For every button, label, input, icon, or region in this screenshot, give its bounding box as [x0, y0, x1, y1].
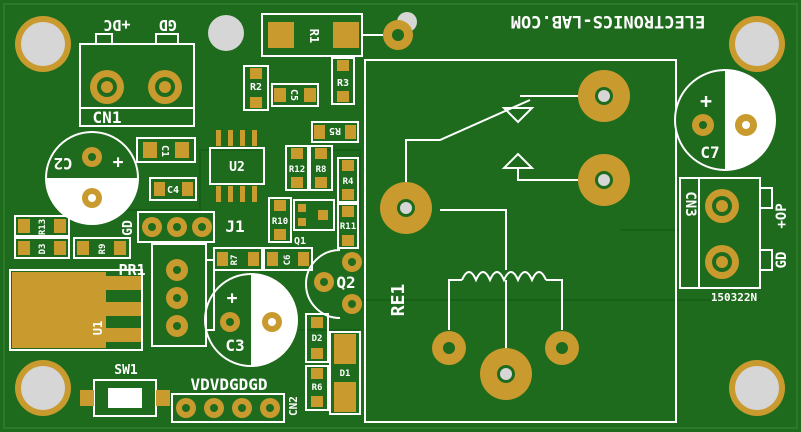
dc-plus-label: +DC	[103, 16, 130, 34]
u2-label: U2	[229, 160, 245, 175]
re1-relay	[364, 59, 677, 423]
cn1-label: CN1	[93, 108, 122, 127]
r11-label: R11	[340, 222, 356, 232]
pr1-label: PR1	[118, 261, 145, 279]
c7-capacitor	[674, 69, 776, 171]
c2-capacitor	[45, 131, 139, 225]
sw1-label: SW1	[114, 363, 138, 378]
c7-plus-label: +	[700, 89, 712, 113]
c2-plus-label: +	[113, 152, 124, 173]
cn3-terminal	[679, 177, 773, 289]
r1-resistor	[261, 13, 413, 57]
c5-label: C5	[288, 89, 299, 101]
brand-text: ELECTRONICS-LAB.COM	[511, 11, 705, 31]
re1-label: RE1	[388, 284, 409, 317]
r2-label: R2	[250, 82, 262, 93]
cn1-terminal	[79, 33, 195, 127]
r7-label: R7	[230, 255, 240, 266]
mounting-hole	[729, 16, 785, 72]
mounting-hole	[15, 360, 71, 416]
d1-label: D1	[340, 369, 351, 379]
j1-header	[137, 211, 215, 243]
cn2-header	[171, 393, 285, 423]
r10-label: R10	[272, 217, 288, 227]
cn2-pins-label: VDVDGDGD	[190, 375, 267, 394]
q1-label: Q1	[294, 236, 306, 247]
cn3-label: CN3	[682, 191, 698, 216]
r5-label: R5	[329, 125, 341, 136]
u1-regulator	[9, 269, 143, 351]
r4-label: R4	[343, 177, 354, 187]
c7-label: C7	[700, 143, 719, 162]
r1-label: R1	[307, 29, 321, 43]
mounting-hole	[729, 360, 785, 416]
r13-label: R13	[38, 219, 48, 235]
op-plus-label: +OP	[774, 203, 790, 228]
q2-label: Q2	[336, 273, 355, 292]
d3-label: D3	[38, 244, 48, 255]
gd-j1-label: GD	[121, 220, 136, 236]
sw1-switch	[80, 379, 170, 417]
u2-ic	[209, 130, 265, 202]
r3-label: R3	[337, 78, 349, 89]
r6-label: R6	[312, 383, 323, 393]
gd-cn3-label: GD	[774, 252, 790, 269]
c3-plus-label: +	[227, 288, 238, 309]
fiducial-hole	[208, 15, 244, 51]
cn2-label: CN2	[287, 396, 300, 416]
c4-label: C4	[167, 185, 179, 196]
c6-label: C6	[283, 255, 293, 266]
r8-label: R8	[316, 165, 327, 175]
c3-capacitor	[204, 273, 298, 367]
smd-parts	[14, 57, 361, 415]
r12-label: R12	[289, 165, 305, 175]
j1-label: J1	[225, 217, 244, 236]
u1-label: U1	[91, 321, 105, 335]
board-code: 150322N	[711, 291, 757, 304]
c3-label: C3	[225, 336, 244, 355]
d2-label: D2	[312, 334, 323, 344]
c1-label: C1	[159, 145, 170, 157]
mounting-hole	[15, 16, 71, 72]
c2-label: C2	[53, 154, 72, 173]
gd-top-label: GD	[159, 16, 177, 34]
pr1-trimmer	[151, 243, 215, 347]
r9-label: R9	[98, 244, 108, 255]
